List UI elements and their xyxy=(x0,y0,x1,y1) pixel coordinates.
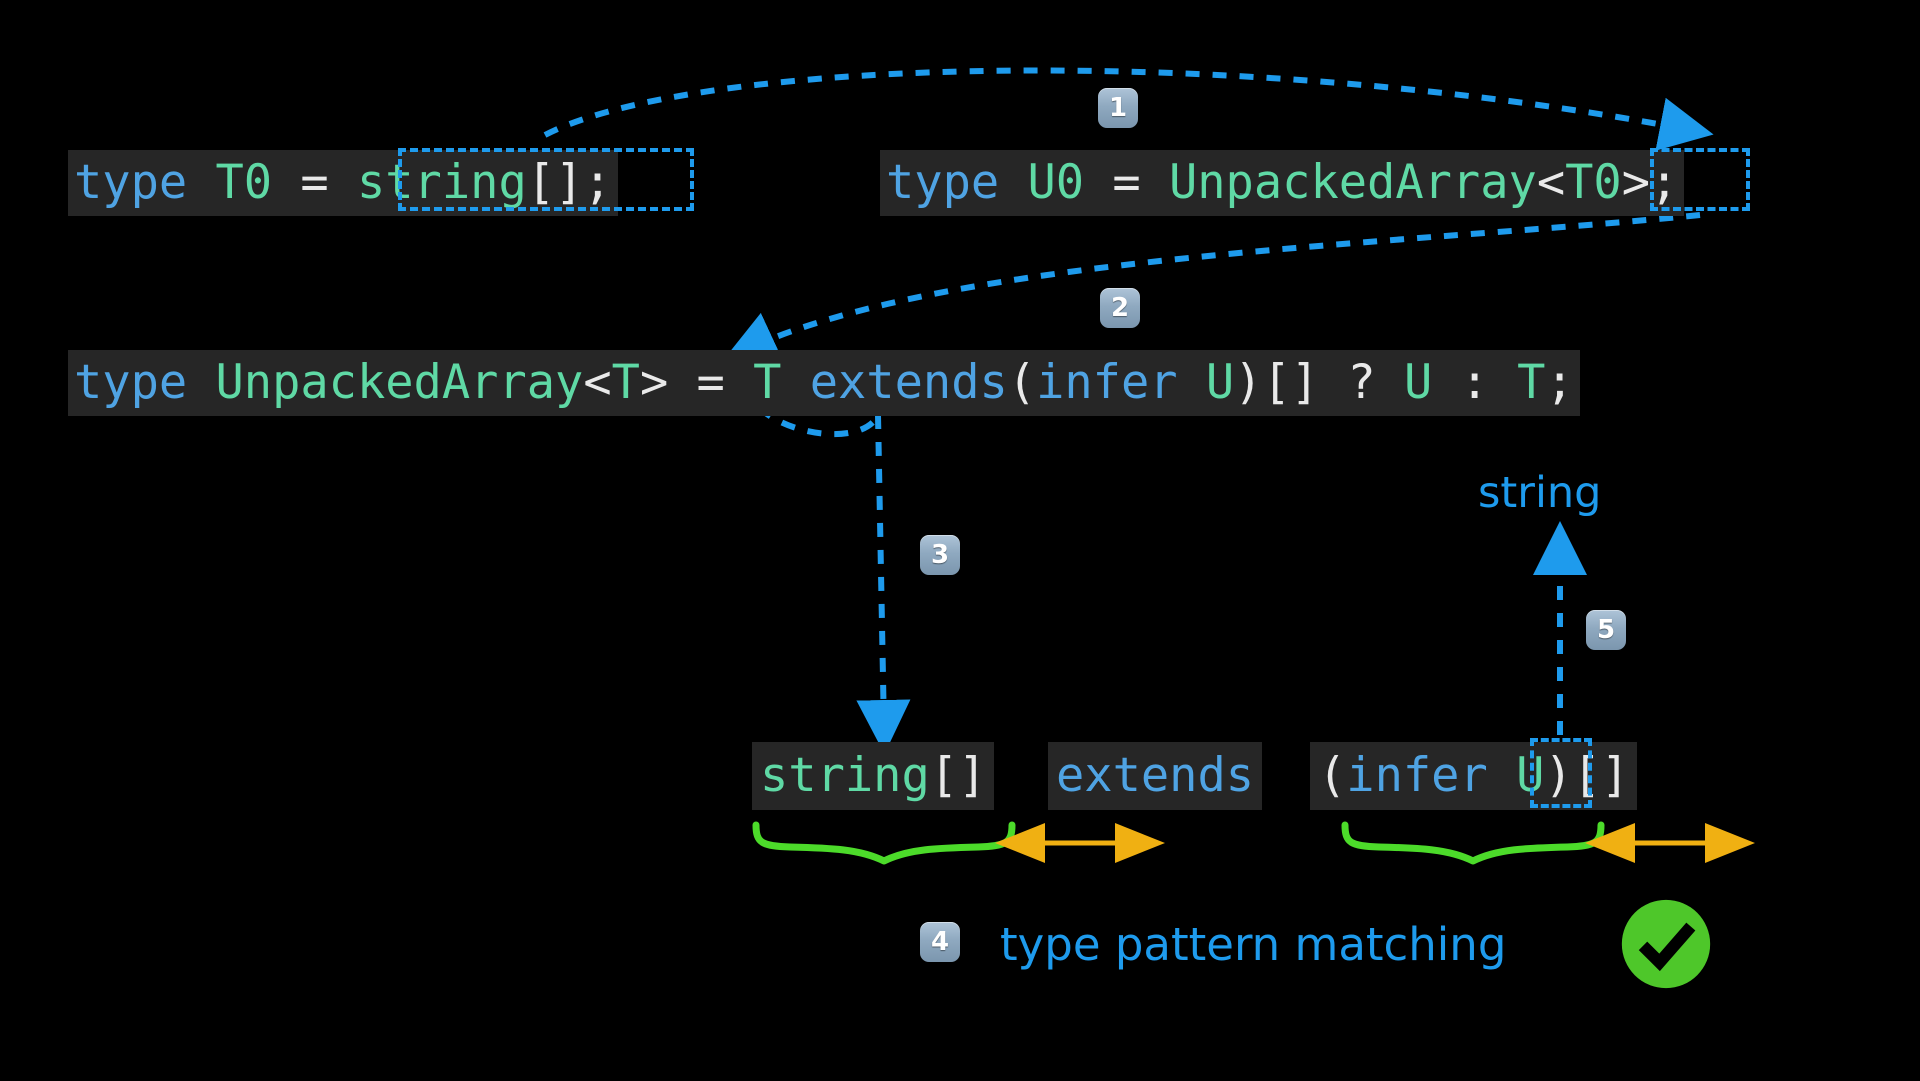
code-token: type xyxy=(74,155,216,210)
code-token: ) xyxy=(1544,748,1573,803)
code-token: T xyxy=(753,355,810,410)
code-token: ( xyxy=(1318,748,1347,803)
code-token: U xyxy=(1205,355,1235,410)
code-token: infer xyxy=(1036,355,1206,410)
arrow-2-path xyxy=(723,212,1701,362)
code-token: type xyxy=(886,155,1028,210)
code-token: T xyxy=(1517,355,1546,410)
code-token: extends xyxy=(809,355,1008,410)
code-token: UnpackedArray xyxy=(215,355,584,410)
code-token: ( xyxy=(1007,355,1037,410)
badge-3: 3 xyxy=(920,535,960,575)
brace-subject xyxy=(752,821,1016,865)
code-line-t0: type T0 = string[]; xyxy=(68,150,618,216)
code-token: > xyxy=(639,355,697,410)
code-token: U0 xyxy=(1027,155,1113,210)
code-token: ; xyxy=(1545,355,1574,410)
inferred-result-label: string xyxy=(1478,468,1602,518)
pattern-matching-caption: type pattern matching xyxy=(1000,918,1507,971)
check-circle-icon xyxy=(1620,898,1712,990)
code-token: ? xyxy=(1347,355,1404,410)
code-line-u0: type U0 = UnpackedArray<T0>; xyxy=(880,150,1685,216)
badge-5: 5 xyxy=(1586,610,1626,650)
code-token: = xyxy=(300,155,357,210)
code-token: extends xyxy=(1056,748,1255,803)
code-token: string xyxy=(356,155,527,210)
code-token: >; xyxy=(1621,155,1679,210)
badge-2: 2 xyxy=(1100,288,1140,328)
code-token: U xyxy=(1403,355,1461,410)
code-token: T0 xyxy=(1565,155,1622,210)
badge-1: 1 xyxy=(1098,88,1138,128)
code-token: = xyxy=(696,355,754,410)
badge-4: 4 xyxy=(920,922,960,962)
code-token: type xyxy=(74,355,216,410)
pattern-subject-chip: string[] xyxy=(752,742,995,810)
code-line-unpackedarray: type UnpackedArray<T> = T extends(infer … xyxy=(68,350,1580,416)
code-token: T xyxy=(611,355,640,410)
pattern-operator-chip: extends xyxy=(1048,742,1263,810)
code-token: string xyxy=(760,748,930,803)
arrow-3-path xyxy=(856,414,911,754)
code-token: UnpackedArray xyxy=(1168,155,1537,210)
code-token: < xyxy=(583,355,612,410)
code-token: infer xyxy=(1346,748,1517,803)
code-token: []; xyxy=(526,155,612,210)
code-token: [] xyxy=(929,748,987,803)
code-token: T0 xyxy=(215,155,301,210)
code-token: [] xyxy=(1572,748,1630,803)
code-token: = xyxy=(1112,155,1169,210)
code-token: < xyxy=(1536,155,1566,210)
pattern-pattern-chip: (infer U)[] xyxy=(1310,742,1638,810)
code-token: )[] xyxy=(1234,355,1348,410)
brace-pattern xyxy=(1341,821,1605,865)
code-token: U xyxy=(1516,748,1545,803)
code-token: : xyxy=(1460,355,1518,410)
